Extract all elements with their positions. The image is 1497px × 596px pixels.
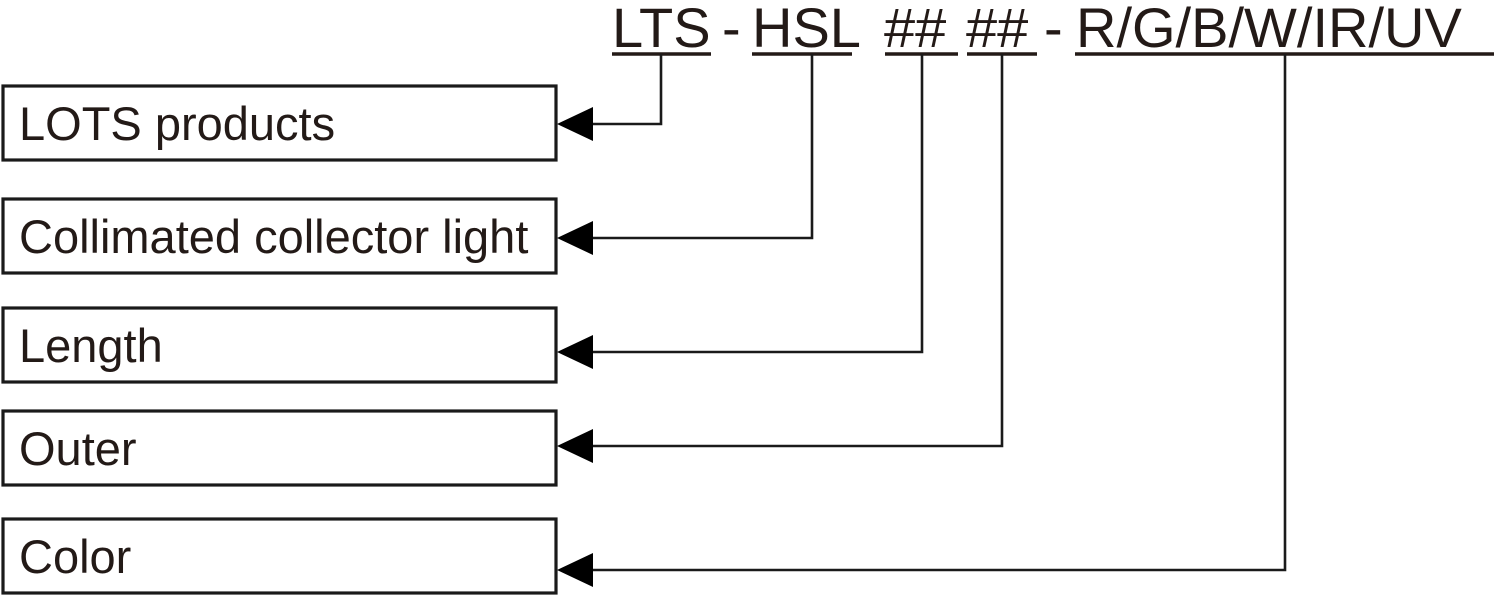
code-segment-lts: LTS bbox=[612, 0, 711, 59]
arrow-left-icon-color bbox=[557, 553, 593, 587]
callout-box-color[interactable]: Color bbox=[1, 517, 558, 595]
callout-box-rect-outer bbox=[1, 409, 558, 487]
leader-line-collimated-collector-light bbox=[592, 54, 814, 240]
callout-label-color: Color bbox=[19, 530, 131, 583]
arrow-heads bbox=[557, 107, 593, 587]
callout-label-lots-products: LOTS products bbox=[19, 97, 335, 150]
code-separator-dash-1: - bbox=[722, 0, 741, 59]
code-segment-outer: ## bbox=[966, 0, 1028, 59]
code-segment-color: R/G/B/W/IR/UV bbox=[1076, 0, 1462, 59]
leader-line-color bbox=[592, 54, 1287, 572]
callout-box-rect-lots-products bbox=[1, 84, 558, 162]
callout-label-outer: Outer bbox=[19, 422, 137, 475]
leader-line-outer bbox=[592, 54, 1004, 448]
arrow-left-icon-length bbox=[557, 335, 593, 369]
code-segment-length: ## bbox=[884, 0, 946, 59]
callout-box-length[interactable]: Length bbox=[1, 306, 558, 384]
callout-label-length: Length bbox=[19, 319, 163, 372]
callout-box-outer[interactable]: Outer bbox=[1, 409, 558, 487]
leader-lines bbox=[592, 54, 1287, 572]
callout-box-rect-color bbox=[1, 517, 558, 595]
callout-label-collimated-collector-light: Collimated collector light bbox=[19, 210, 528, 263]
code-separator-dash-2: - bbox=[1044, 0, 1063, 59]
leader-line-lots-products bbox=[592, 54, 663, 126]
leader-line-length bbox=[592, 54, 924, 354]
callout-box-collimated-collector-light[interactable]: Collimated collector light bbox=[1, 197, 558, 275]
arrow-left-icon-outer bbox=[557, 429, 593, 463]
callout-box-lots-products[interactable]: LOTS products bbox=[1, 84, 558, 162]
callout-box-rect-collimated-collector-light bbox=[1, 197, 558, 275]
code-line: LTS - HSL ## ## - R/G/B/W/IR/UV bbox=[612, 0, 1462, 59]
callout-box-rect-length bbox=[1, 306, 558, 384]
arrow-left-icon-lots-products bbox=[557, 107, 593, 141]
code-segment-hsl: HSL bbox=[752, 0, 861, 59]
arrow-left-icon-collimated-collector-light bbox=[557, 221, 593, 255]
callout-boxes: LOTS products Collimated collector light… bbox=[1, 84, 558, 595]
